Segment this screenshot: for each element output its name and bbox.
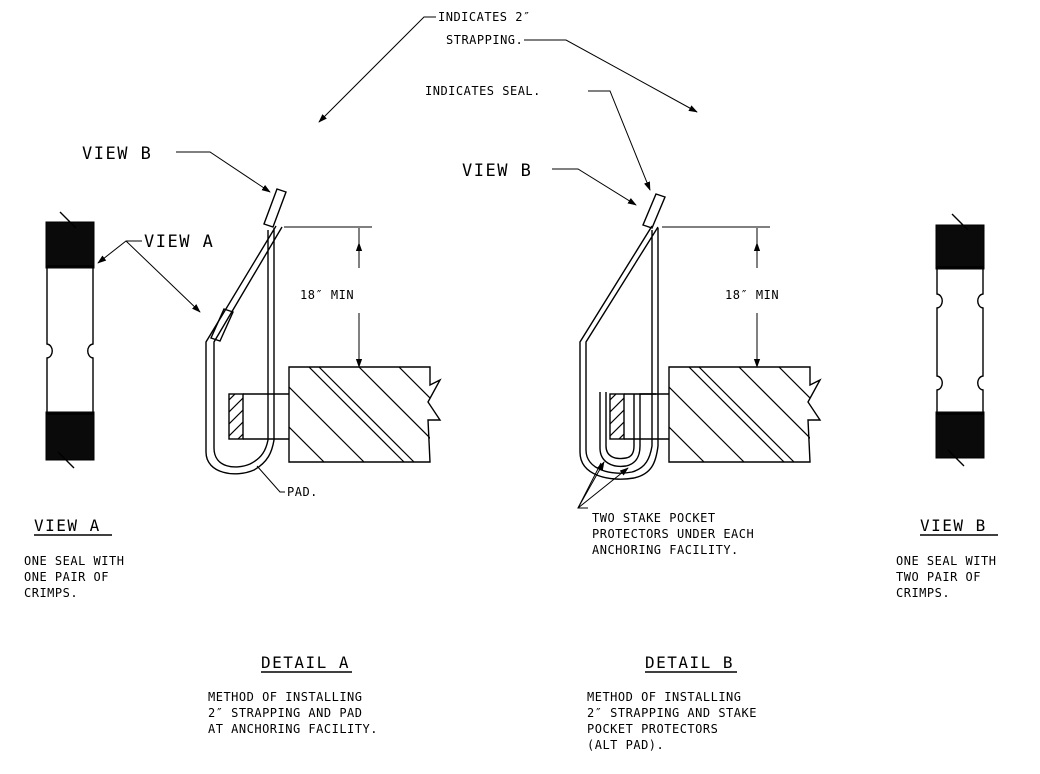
view-a-desc-line3: CRIMPS. [24,586,78,600]
detail-b-desc-line1: METHOD OF INSTALLING [587,690,742,704]
pad-leader [256,465,285,493]
view-b-leader-a [176,151,271,193]
detail-b-desc-line2: 2″ STRAPPING AND STAKE [587,706,757,720]
detail-a-desc-line1: METHOD OF INSTALLING [208,690,363,704]
stake-note-line2: PROTECTORS UNDER EACH [592,527,754,541]
pocket-lines [243,393,289,440]
view-a-seal-figure [45,211,95,469]
seal-lower [210,308,234,342]
strap-end-top [45,221,95,269]
strap-outer [213,226,283,468]
detail-a-drawing [205,188,442,493]
view-b-pointer-label-b: VIEW B [462,161,532,181]
strapping-callout-line2: STRAPPING. [446,33,523,47]
detail-b-title: DETAIL B [645,653,734,672]
stake-member [228,393,244,440]
anchoring-block [288,366,442,463]
strap-end-bottom [45,411,95,461]
anchoring-block-hatch [289,367,430,462]
detail-b-desc-line3: POCKET PROTECTORS [587,722,718,736]
strapping-leader-right [524,39,698,113]
break-marks [947,213,969,467]
dimension-label-b: 18″ MIN [725,288,779,302]
seal [642,193,666,229]
anchoring-block [668,366,822,463]
strap-inner [579,225,659,480]
stake-member [609,393,625,440]
view-b-desc-line3: CRIMPS. [896,586,950,600]
view-a-desc-line1: ONE SEAL WITH [24,554,124,568]
pad-label: PAD. [287,485,318,499]
dimension-label-a: 18″ MIN [300,288,354,302]
seal-body [936,266,984,415]
anchoring-block-hatch [669,367,810,462]
seal-callout: INDICATES SEAL. [425,84,541,98]
strap-end-top [935,224,985,270]
break-marks [57,211,77,469]
view-a-pointer-label: VIEW A [144,232,214,252]
view-b-seal-figure [935,213,985,467]
pocket-lines [624,393,669,440]
strap-outer [585,226,659,474]
view-b-desc-line1: ONE SEAL WITH [896,554,996,568]
strap-end-bottom [935,411,985,459]
protector-leader-2 [577,467,629,509]
view-b-desc-line2: TWO PAIR OF [896,570,981,584]
stake-note-line3: ANCHORING FACILITY. [592,543,739,557]
strap-inner [205,225,277,475]
protector-outer [599,392,656,468]
strapping-callout-line1: INDICATES 2″ [438,10,531,24]
protector-inner [605,392,635,460]
seal-body [46,265,94,415]
view-a-leader-2 [125,240,201,313]
seal-leader [588,90,651,191]
detail-a-desc-line2: 2″ STRAPPING AND PAD [208,706,363,720]
view-a-desc-line2: ONE PAIR OF [24,570,109,584]
view-b-title: VIEW B [920,516,987,535]
seal-upper [263,188,287,228]
callout-leaders [97,16,698,313]
view-b-leader-b [552,168,637,206]
detail-b-drawing [577,193,822,509]
view-b-pointer-label-a: VIEW B [82,144,152,164]
stake-note-line1: TWO STAKE POCKET [592,511,716,525]
detail-b-desc-line4: (ALT PAD). [587,738,664,752]
view-a-leader-1 [97,240,142,264]
detail-a-title: DETAIL A [261,653,350,672]
view-a-title: VIEW A [34,516,101,535]
strapping-leader-left [318,16,436,123]
detail-a-desc-line3: AT ANCHORING FACILITY. [208,722,378,736]
